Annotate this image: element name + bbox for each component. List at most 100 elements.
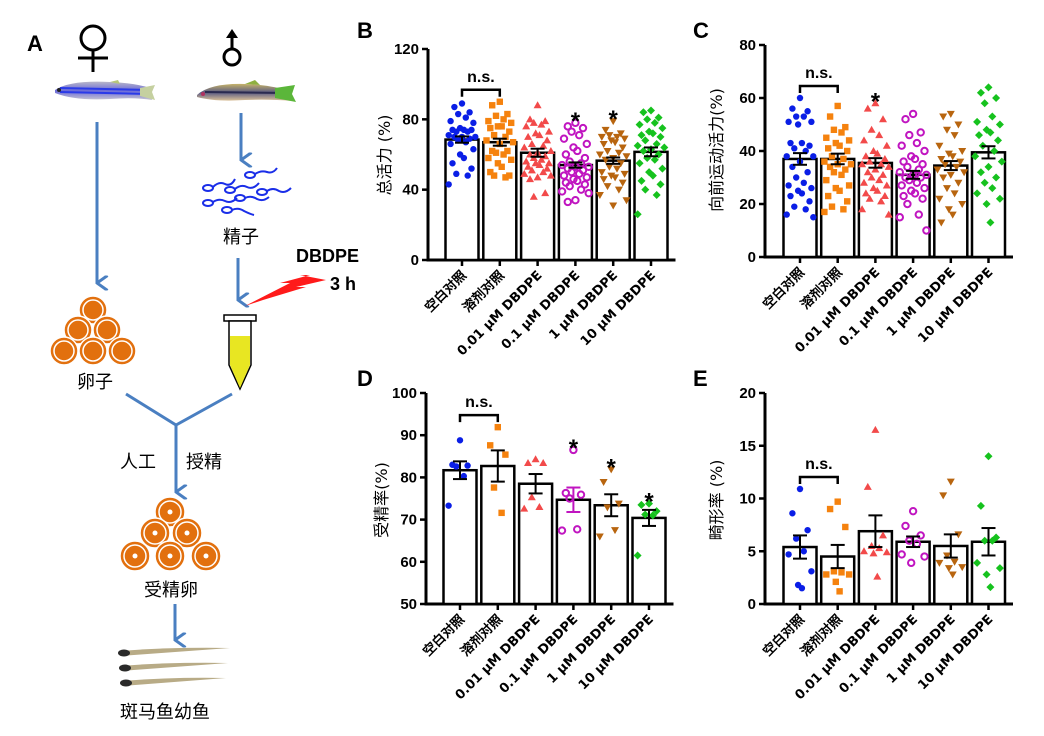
- data-point: [500, 116, 507, 123]
- data-point: [502, 133, 509, 141]
- data-point: [483, 137, 490, 144]
- data-point: [995, 564, 1004, 573]
- data-point: [527, 493, 536, 501]
- data-point: [935, 142, 944, 150]
- data-point: [973, 117, 982, 126]
- data-point: [988, 112, 997, 121]
- data-point: [618, 179, 627, 187]
- data-point: [901, 521, 910, 531]
- data-point: [980, 536, 989, 545]
- data-point: [445, 181, 452, 188]
- data-point: [614, 500, 623, 508]
- data-point: [490, 484, 498, 491]
- data-point: [992, 94, 1001, 102]
- data-point: [582, 139, 591, 149]
- egg-cluster-icon: [49, 295, 137, 366]
- y-tick-label: 0: [748, 249, 756, 266]
- male-symbol-icon: [222, 29, 242, 67]
- data-point: [546, 171, 555, 179]
- data-point: [643, 115, 652, 124]
- bracket-label: n.s.: [467, 69, 495, 86]
- bar: [593, 504, 629, 606]
- sperm-icon: [202, 167, 292, 216]
- data-point: [504, 147, 511, 155]
- data-point: [609, 202, 618, 210]
- data-point: [573, 525, 582, 534]
- treatment-time: 3 h: [330, 274, 356, 294]
- data-point: [506, 172, 513, 179]
- data-point: [884, 210, 893, 218]
- data-point: [958, 148, 967, 155]
- fertilized-egg-label: 受精卵: [144, 580, 198, 601]
- data-point: [576, 185, 586, 194]
- y-tick-label: 70: [400, 512, 417, 529]
- data-point: [869, 184, 878, 192]
- data-point: [633, 141, 642, 150]
- data-point: [633, 210, 642, 219]
- data-point: [804, 526, 811, 534]
- data-point: [984, 162, 993, 171]
- data-point: [563, 197, 572, 207]
- data-point: [546, 146, 555, 154]
- data-point: [907, 558, 916, 568]
- data-point: [836, 588, 843, 595]
- bar: [480, 464, 516, 606]
- data-point: [487, 168, 494, 176]
- data-point: [453, 170, 460, 178]
- data-point: [533, 173, 542, 181]
- data-point: [834, 498, 841, 505]
- data-point: [524, 459, 532, 467]
- data-point: [882, 548, 891, 556]
- data-point: [531, 455, 540, 463]
- data-point: [582, 173, 591, 182]
- data-point: [808, 118, 815, 126]
- data-point: [537, 155, 546, 163]
- y-tick-label: 60: [739, 90, 756, 107]
- data-point: [834, 102, 841, 110]
- y-tick-label: 80: [400, 469, 417, 486]
- data-point: [840, 155, 847, 163]
- data-point: [802, 206, 809, 213]
- data-point: [787, 139, 794, 147]
- data-point: [490, 131, 498, 139]
- data-point: [871, 425, 880, 433]
- data-point: [901, 115, 910, 124]
- data-point: [984, 83, 993, 92]
- data-point: [527, 166, 536, 174]
- panel-letter-c: C: [693, 18, 709, 43]
- data-point: [650, 155, 659, 164]
- data-point: [865, 194, 874, 202]
- data-point: [791, 203, 798, 210]
- data-point: [808, 568, 815, 575]
- larvae-icon: [118, 647, 230, 687]
- data-point: [498, 509, 505, 517]
- data-point: [863, 168, 872, 176]
- data-point: [571, 118, 580, 128]
- data-point: [447, 140, 454, 148]
- data-point: [946, 110, 955, 118]
- data-point: [485, 117, 492, 125]
- y-tick-label: 60: [400, 554, 417, 571]
- data-point: [656, 132, 665, 141]
- data-point: [508, 119, 515, 127]
- bar: [782, 157, 818, 259]
- data-point: [603, 183, 612, 191]
- data-point: [860, 136, 868, 144]
- data-point: [453, 463, 460, 470]
- data-point: [616, 130, 625, 138]
- bar: [555, 498, 592, 606]
- data-point: [897, 141, 906, 150]
- data-point: [844, 147, 851, 155]
- data-point: [498, 123, 505, 130]
- data-point: [800, 113, 807, 120]
- data-point: [832, 578, 839, 586]
- data-point: [944, 565, 953, 573]
- data-point: [920, 146, 929, 156]
- data-point: [842, 166, 849, 173]
- data-point: [648, 129, 657, 138]
- data-point: [654, 113, 663, 122]
- y-tick-label: 80: [402, 111, 419, 128]
- data-point: [485, 154, 492, 162]
